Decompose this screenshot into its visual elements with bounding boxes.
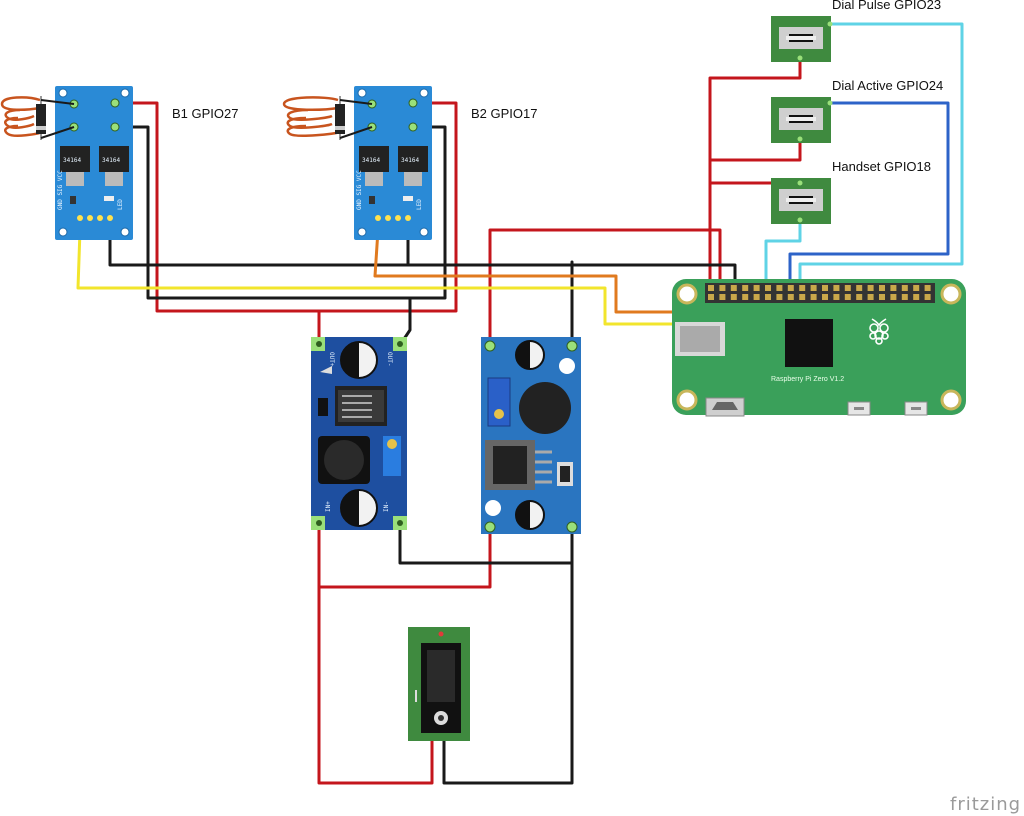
wire-red-dialactive (708, 138, 802, 162)
wire-red-jack-power (317, 523, 434, 785)
button-dial-pulse (771, 16, 833, 62)
gpio-pin (924, 285, 931, 291)
gpio-pin (765, 285, 771, 291)
svg-text:34164: 34164 (63, 157, 81, 164)
gpio-pin (822, 285, 828, 291)
mosfet-chip (359, 146, 389, 172)
buck-converter-2 (481, 337, 581, 534)
wire-blue-dialactive (788, 101, 950, 296)
gpio-pin (856, 285, 863, 291)
mosfet-chip (60, 146, 90, 172)
gpio-pin (799, 294, 806, 300)
gpio-pin (799, 285, 806, 291)
svg-text:34164: 34164 (401, 157, 419, 164)
wire-cyan-handset (764, 218, 802, 296)
button-dial-active (771, 97, 833, 143)
mosfet-chip (99, 146, 129, 172)
fritzing-watermark: fritzing (950, 794, 1021, 815)
diode-icon (335, 104, 345, 134)
mosfet-driver-b1: 34164 34164 GND SIG VCC LED (0, 86, 133, 240)
soc-chip (785, 319, 833, 367)
gpio-pin (719, 294, 726, 300)
svg-text:34164: 34164 (102, 157, 120, 164)
svg-text:LED: LED (117, 199, 124, 210)
label-b1: B1 GPIO27 (172, 106, 238, 121)
svg-text:IN+: IN+ (325, 501, 332, 512)
gpio-pin (787, 285, 794, 291)
wire-black-buck-in-minus (398, 523, 574, 565)
raspberry-logo-icon (869, 318, 889, 345)
gpio-pin (765, 294, 771, 300)
wire-black-driver1-gnd (113, 125, 412, 347)
gpio-pin (890, 294, 897, 300)
gpio-pin (856, 294, 863, 300)
gpio-pin (867, 294, 874, 300)
gpio-pin (901, 285, 908, 291)
gpio-pin (913, 294, 920, 300)
gpio-pin (879, 285, 885, 291)
solenoid-coil-icon (0, 96, 43, 137)
gpio-pin (844, 294, 851, 300)
gpio-pin (730, 285, 737, 291)
label-dial-active: Dial Active GPIO24 (832, 78, 943, 93)
label-b2: B2 GPIO17 (471, 106, 537, 121)
gpio-pin (730, 294, 737, 300)
gpio-pin (719, 285, 726, 291)
gpio-pin (867, 285, 874, 291)
pi-board-name: Raspberry Pi Zero V1.2 (771, 376, 844, 383)
gpio-pin (833, 294, 840, 300)
wire-red-driver1-vcc (113, 101, 321, 342)
wire-red-driver2-vcc (317, 101, 458, 313)
inductor-icon (519, 382, 571, 434)
gpio-pin (776, 285, 783, 291)
trimmer-icon (487, 377, 511, 427)
gpio-pin (810, 294, 817, 300)
gpio-pin (844, 285, 851, 291)
wire-black-driver1-sig-gnd (108, 230, 737, 297)
gpio-pin (901, 294, 908, 300)
gpio-pin (742, 294, 749, 300)
gpio-pin (924, 294, 931, 300)
gpio-pin (833, 285, 840, 291)
gpio-pin (708, 285, 714, 291)
wire-red-buck-in-link (317, 528, 492, 589)
gpio-pin (787, 294, 794, 300)
gpio-pin (879, 294, 885, 300)
buck-converter-1: OUT+ OUT- IN+ IN- (311, 337, 407, 530)
gpio-pin (913, 285, 920, 291)
gpio-pin (822, 294, 828, 300)
svg-text:OUT-: OUT- (386, 352, 393, 366)
mosfet-chip (398, 146, 428, 172)
svg-text:GND SIG VCC: GND SIG VCC (57, 170, 64, 210)
svg-text:34164: 34164 (362, 157, 380, 164)
gpio-pin (890, 285, 897, 291)
label-handset: Handset GPIO18 (832, 159, 931, 174)
solenoid-coil-icon (282, 96, 341, 137)
svg-text:OUT+: OUT+ (328, 352, 335, 367)
gpio-pin (742, 285, 749, 291)
gpio-pin (753, 294, 760, 300)
svg-text:GND SIG VCC: GND SIG VCC (356, 170, 363, 210)
gpio-pin (753, 285, 760, 291)
dc-barrel-jack (408, 627, 470, 741)
raspberry-pi-zero: Raspberry Pi Zero V1.2 (672, 279, 966, 417)
gpio-pin (810, 285, 817, 291)
diode-icon (36, 104, 46, 134)
wire-cyan-dialpulse (798, 22, 964, 296)
gpio-header (705, 283, 935, 303)
label-dial-pulse: Dial Pulse GPIO23 (832, 0, 941, 12)
wire-black-jack-gnd (442, 561, 574, 785)
mosfet-driver-b2: 34164 34164 GND SIG VCC LED (282, 86, 432, 240)
button-handset (771, 178, 831, 224)
gpio-pin (776, 294, 783, 300)
svg-text:IN-: IN- (383, 501, 390, 512)
gpio-pin (708, 294, 714, 300)
wire-red-dialpulse (708, 58, 802, 297)
svg-text:LED: LED (416, 199, 423, 210)
